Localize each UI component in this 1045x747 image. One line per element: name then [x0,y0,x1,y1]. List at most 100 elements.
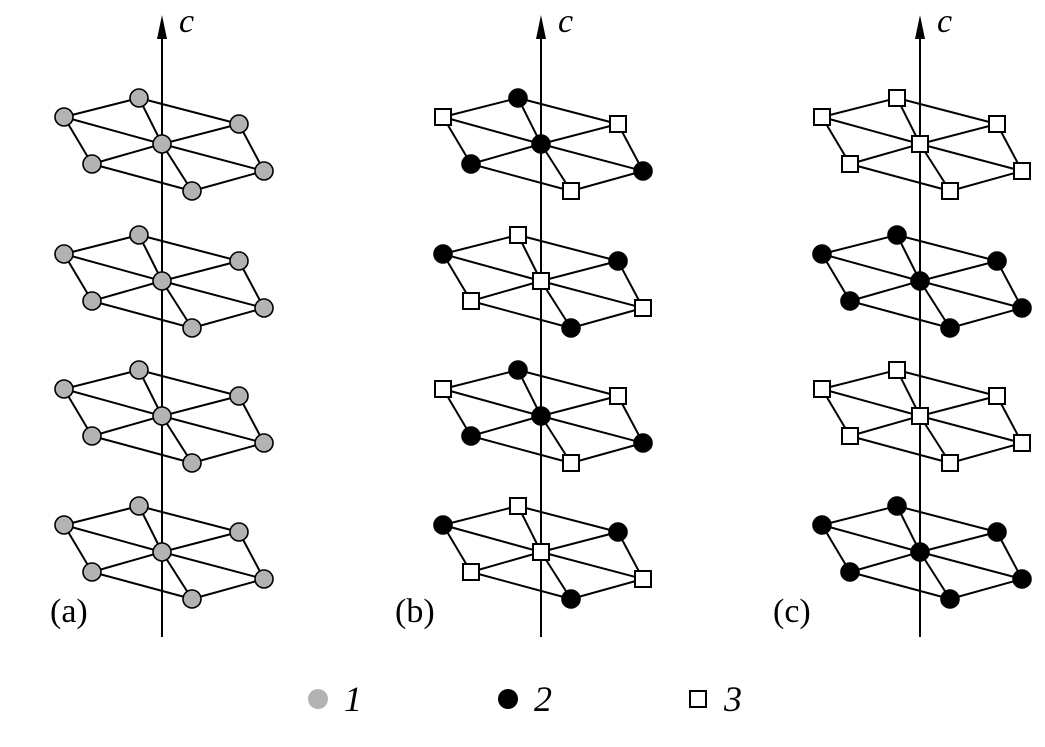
atom-bm-white-square [941,454,959,472]
lattice-bond [821,116,921,145]
atom-tr-white-square [988,115,1006,133]
atom-tl-white-square [434,380,452,398]
lattice-bond [191,578,265,600]
lattice-bond [91,163,193,192]
atom-c-gray-circle [152,406,172,426]
lattice-bond [570,578,644,600]
lattice-bond [63,369,140,390]
atom-mr-white-square [1013,434,1031,452]
legend-item-2: 2 [498,679,552,719]
atom-tr-gray-circle [229,114,249,134]
atom-bm-black-circle [561,318,581,338]
legend-item-3: 3 [689,679,742,719]
lattice-bond [161,143,265,172]
atom-tl-white-square [434,108,452,126]
lattice-bond [849,571,951,600]
atom-c-black-circle [910,542,930,562]
lattice-layer-1 [54,88,274,201]
lattice-bond [161,395,240,417]
lattice-bond [849,280,921,302]
atom-c-black-circle [531,406,551,426]
lattice-layer-1 [813,89,1031,200]
atom-bl-black-circle [461,426,481,446]
lattice-layer-3 [434,360,653,472]
lattice-bond [849,415,921,437]
atom-bl-black-circle [461,154,481,174]
atom-c-white-square [532,543,550,561]
lattice-bond [470,415,542,437]
panel-a: c(a) [50,3,274,637]
lattice-bond [540,260,619,282]
lattice-bond [570,442,644,464]
atom-bm-gray-circle [182,318,202,338]
atom-tm-gray-circle [129,225,149,245]
lattice-bond [949,442,1023,464]
lattice-bond [896,97,998,125]
lattice-layer-3 [54,360,274,473]
lattice-bond [63,97,140,118]
lattice-bond [919,395,998,417]
panel-c: c(c) [773,3,1032,637]
legend-black-circle-marker [498,689,518,709]
atom-tr-black-circle [987,522,1007,542]
lattice-bond [470,571,572,600]
atom-tm-gray-circle [129,496,149,516]
atom-tl-black-circle [433,244,453,264]
lattice-bond [540,395,619,417]
panels-group: c(a)c(b)c(c) [50,3,1032,637]
lattice-bond [442,524,542,553]
lattice-bond [161,531,240,553]
atom-tl-gray-circle [54,107,74,127]
c-axis-arrowhead [536,15,546,39]
lattice-bond [161,260,240,282]
lattice-layer-4 [433,497,652,609]
legend-white-square-marker [689,690,707,708]
atom-tr-gray-circle [229,386,249,406]
lattice-bond [442,505,519,526]
lattice-bond [540,415,644,444]
lattice-bond [821,234,898,255]
lattice-bond [161,551,265,580]
lattice-bond [849,143,921,165]
atom-tl-black-circle [812,515,832,535]
lattice-bond [949,578,1023,600]
lattice-bond [517,505,619,533]
lattice-bond [138,97,240,125]
atom-bl-gray-circle [82,291,102,311]
lattice-bond [91,551,163,573]
lattice-bond [919,260,998,282]
legend-label: 1 [344,679,362,719]
atom-tl-gray-circle [54,379,74,399]
lattice-bond [470,280,542,302]
atom-bl-white-square [841,155,859,173]
atom-tr-black-circle [608,251,628,271]
lattice-bond [91,435,193,464]
lattice-bond [161,415,265,444]
atom-mr-white-square [634,570,652,588]
lattice-bond [442,116,542,145]
atom-tm-white-square [509,497,527,515]
legend-label: 2 [534,679,552,719]
atom-tm-black-circle [508,88,528,108]
lattice-layer-4 [54,496,274,609]
atom-tr-white-square [609,115,627,133]
lattice-bond [161,123,240,145]
lattice-bond [442,97,519,118]
lattice-bond [63,388,163,417]
atom-tm-gray-circle [129,88,149,108]
c-axis-arrowhead [915,15,925,39]
atom-c-white-square [532,272,550,290]
c-axis-label: c [558,3,573,40]
atom-mr-white-square [634,299,652,317]
atom-tl-black-circle [812,244,832,264]
lattice-bond [821,369,898,390]
lattice-bond [919,415,1023,444]
atom-c-white-square [911,407,929,425]
atom-tl-black-circle [433,515,453,535]
atom-tm-black-circle [887,225,907,245]
lattice-layer-3 [813,361,1031,472]
legend-item-1: 1 [308,679,362,719]
lattice-bond [470,163,572,192]
lattice-bond [821,97,898,118]
